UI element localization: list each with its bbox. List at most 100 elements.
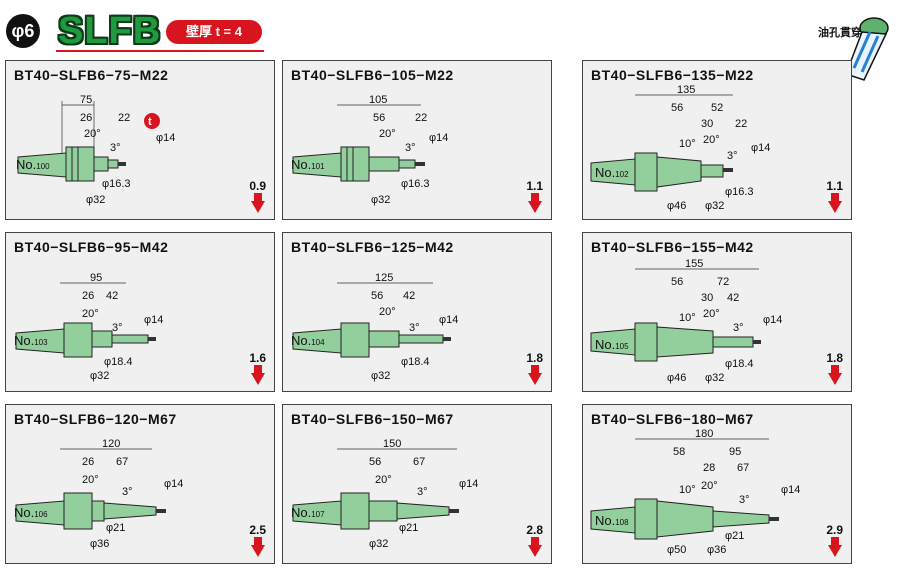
- shank: [700, 164, 724, 178]
- weight: 1.6: [249, 351, 266, 365]
- weight: 2.5: [249, 523, 266, 537]
- dim-d: 42: [727, 292, 739, 304]
- flange: [63, 492, 93, 530]
- neck: [107, 159, 119, 169]
- dim-b: 42: [403, 290, 415, 302]
- flange: [340, 492, 370, 530]
- dim-d4: φ36: [707, 544, 726, 556]
- flange: [634, 498, 658, 540]
- tool-panel-102: BT40−SLFB6−135−M22 135 56 52 30 22 10° 2…: [582, 60, 852, 220]
- dim-b: 42: [106, 290, 118, 302]
- bar: [769, 517, 779, 521]
- diameter-badge: φ6: [6, 14, 40, 48]
- neck: [398, 334, 444, 344]
- weight-arrow-icon: [251, 537, 265, 557]
- dim-length: 95: [90, 272, 102, 284]
- weight-arrow-icon: [828, 193, 842, 213]
- dim-taper: 3°: [417, 486, 428, 498]
- dim-angle2: 20°: [703, 308, 720, 320]
- bar: [723, 168, 733, 172]
- dim-d4: φ32: [705, 200, 724, 212]
- dim-d3: φ36: [90, 538, 109, 550]
- tool-drawing: 75 26 22 20° 3° φ14 φ16.3 φ32 t No.100: [16, 94, 175, 206]
- dim-d2: φ21: [106, 522, 125, 534]
- dim-angle: 20°: [82, 474, 99, 486]
- dim-d2: φ16.3: [401, 178, 430, 190]
- dim-d1: φ14: [156, 132, 175, 144]
- flange: [340, 146, 370, 182]
- model-title: BT40−SLFB6−125−M42: [291, 239, 454, 255]
- dim-length: 125: [375, 272, 393, 284]
- dim-length: 135: [677, 84, 695, 96]
- dim-d3: φ32: [86, 194, 105, 206]
- body: [656, 500, 714, 538]
- model-title: BT40−SLFB6−95−M42: [14, 239, 169, 255]
- weight: 2.8: [526, 523, 543, 537]
- dim-length: 75: [80, 94, 92, 106]
- dim-a: 58: [673, 446, 685, 458]
- dim-a: 56: [671, 102, 683, 114]
- model-title: BT40−SLFB6−105−M22: [291, 67, 454, 83]
- dim-b: 22: [415, 112, 427, 124]
- dim-length: 150: [383, 438, 401, 450]
- dim-d3: φ32: [371, 370, 390, 382]
- dim-taper: 3°: [110, 142, 121, 154]
- weight-arrow-icon: [251, 365, 265, 385]
- dim-taper: 3°: [409, 322, 420, 334]
- weight-arrow-icon: [528, 537, 542, 557]
- tool-drawing: 125 56 42 20° 3° φ14 φ18.4 φ32 No.104: [291, 272, 458, 382]
- flange: [65, 146, 95, 182]
- dim-b: 72: [717, 276, 729, 288]
- neck: [398, 159, 416, 169]
- tool-panel-101: BT40−SLFB6−105−M22 105 56 22 20° 3° φ14 …: [282, 60, 552, 220]
- shank: [368, 156, 400, 172]
- weight-arrow-icon: [828, 537, 842, 557]
- dim-angle1: 10°: [679, 138, 696, 150]
- dim-d3: φ50: [667, 544, 686, 556]
- dim-d3: φ32: [371, 194, 390, 206]
- tool-drawing: 155 56 72 30 42 10° 20° 3° φ14 φ18.4 φ46…: [590, 258, 782, 384]
- weight: 1.1: [526, 179, 543, 193]
- weight-arrow-icon: [251, 193, 265, 213]
- bar: [449, 509, 459, 513]
- tool-drawing: 95 26 42 20° 3° φ14 φ18.4 φ32 No.103: [14, 272, 163, 382]
- shank: [712, 336, 754, 348]
- weight: 0.9: [249, 179, 266, 193]
- dim-taper: 3°: [727, 150, 738, 162]
- bar: [156, 509, 166, 513]
- dim-d2: φ21: [399, 522, 418, 534]
- dim-c: 30: [701, 118, 713, 130]
- dim-angle1: 10°: [679, 484, 696, 496]
- dim-b: 67: [116, 456, 128, 468]
- dim-a: 26: [82, 456, 94, 468]
- dim-a: 56: [373, 112, 385, 124]
- dim-d2: φ16.3: [725, 186, 754, 198]
- dim-b: 95: [729, 446, 741, 458]
- shank: [91, 330, 113, 348]
- dim-d2: φ18.4: [401, 356, 430, 368]
- dim-d3: φ32: [369, 538, 388, 550]
- dim-angle: 20°: [84, 128, 101, 140]
- body: [656, 156, 702, 188]
- dim-angle: 20°: [375, 474, 392, 486]
- bar: [118, 162, 126, 166]
- dim-d2: φ16.3: [102, 178, 131, 190]
- dim-taper: 3°: [122, 486, 133, 498]
- tool-panel-108: BT40−SLFB6−180−M67 180 58 95 28 67 10° 2…: [582, 404, 852, 564]
- body: [656, 326, 714, 358]
- flange: [340, 322, 370, 358]
- dim-a: 56: [369, 456, 381, 468]
- bar: [443, 337, 451, 341]
- tool-panel-100: BT40−SLFB6−75−M22 75 26 22 20° 3° φ14 φ1…: [5, 60, 275, 220]
- tool-drawing: 120 26 67 20° 3° φ14 φ21 φ36 No.106: [14, 438, 183, 550]
- dim-d1: φ14: [763, 314, 782, 326]
- tool-panel-104: BT40−SLFB6−125−M42 125 56 42 20° 3° φ14 …: [282, 232, 552, 392]
- dim-c: 28: [703, 462, 715, 474]
- flange: [634, 152, 658, 192]
- dim-d2: φ21: [725, 530, 744, 542]
- shank: [93, 156, 109, 172]
- dim-d2: φ18.4: [725, 358, 754, 370]
- dim-length: 180: [695, 428, 713, 440]
- dim-taper: 3°: [739, 494, 750, 506]
- dim-d1: φ14: [144, 314, 163, 326]
